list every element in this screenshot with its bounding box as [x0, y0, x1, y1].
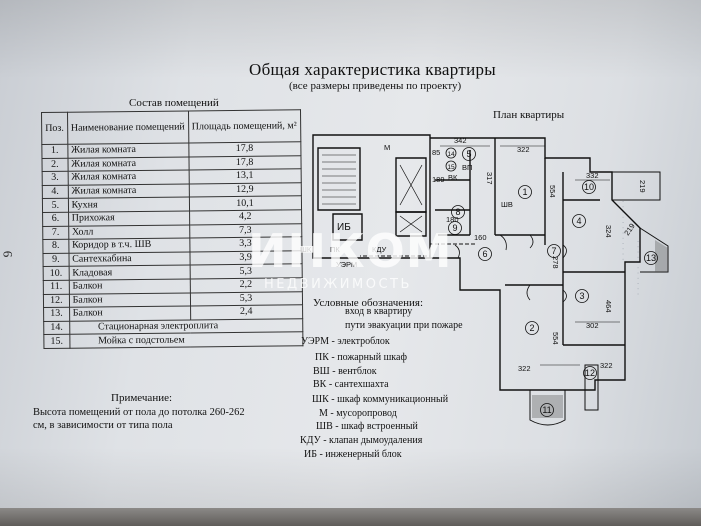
- room-number-marker: 7: [547, 244, 561, 258]
- label-uerm: УЭРМ: [336, 260, 357, 269]
- dim-322-lower: 322: [518, 364, 531, 373]
- room-number-marker: 12: [583, 366, 597, 380]
- dim-85: 85: [432, 148, 440, 157]
- room-number-marker: 15: [445, 160, 457, 172]
- notes-text: Высота помещений от пола до потолка 260-…: [33, 407, 245, 431]
- room-number-marker: 10: [582, 180, 596, 194]
- notes-title: Примечание:: [111, 392, 173, 404]
- legend-title: Условные обозначения:: [313, 297, 424, 309]
- room-number-marker: 13: [644, 251, 658, 265]
- room-number: 2: [529, 323, 534, 333]
- dim-278: 278: [551, 256, 560, 269]
- room-number-marker: 11: [540, 403, 554, 417]
- document-title: Общая характеристика квартиры: [249, 60, 497, 79]
- room-number-marker: 9: [448, 221, 462, 235]
- label-kdu: КДУ: [372, 245, 387, 254]
- legend-item: УЭРМ - электроблок: [301, 336, 390, 347]
- dim-302: 302: [586, 321, 599, 330]
- legend-item: КДУ - клапан дымоудаления: [300, 435, 423, 446]
- dim-332: 332: [586, 171, 599, 180]
- legend-item: пути эвакуации при пожаре: [345, 320, 463, 331]
- dim-189: 189: [432, 175, 445, 184]
- legend-item: ШВ - шкаф встроенный: [316, 421, 418, 432]
- room-number-marker: 2: [525, 321, 539, 335]
- room-number-marker: 1: [518, 185, 532, 199]
- dim-322-bottom: 322: [600, 361, 613, 370]
- room-number: 8: [455, 207, 460, 217]
- dim-342: 342: [454, 136, 467, 145]
- room-number: 9: [452, 223, 457, 233]
- ib-block: [332, 213, 363, 241]
- room-number-marker: 6: [478, 247, 492, 261]
- legend-item: ВК - сантехшахта: [313, 379, 389, 390]
- plan-caption: План квартиры: [493, 109, 565, 121]
- core-outline: [312, 134, 431, 259]
- legend-item: вход в квартиру: [345, 306, 413, 317]
- dim-322-top: 322: [517, 145, 530, 154]
- rooms-table-caption: Состав помещений: [129, 97, 219, 109]
- legend-item: М - мусоропровод: [319, 408, 397, 419]
- dim-180: 180: [446, 215, 459, 224]
- room-number: 1: [522, 187, 527, 197]
- page-fold-shadow: [0, 508, 701, 526]
- bleed-through-text: · · · · · · · · · · · · · · · · · · · · …: [618, 200, 643, 296]
- legend-item: ИБ - инженерный блок: [304, 449, 402, 460]
- dim-554-top: 554: [548, 185, 557, 198]
- room-number: 7: [551, 246, 556, 256]
- room-number: 6: [482, 249, 487, 259]
- label-vp: ВП: [462, 163, 472, 172]
- staircase: [317, 147, 361, 211]
- dim-160: 160: [474, 233, 487, 242]
- label-pk: ПК: [330, 245, 340, 254]
- room-number: 5: [466, 149, 471, 159]
- room-number: 10: [584, 182, 594, 192]
- label-shk: ШК: [300, 245, 312, 254]
- legend-item: ШК - шкаф коммуникационный: [312, 394, 449, 405]
- room-number-marker: 5: [462, 147, 476, 161]
- room-number: 4: [576, 216, 581, 226]
- document-subtitle: (все размеры приведены по проекту): [289, 80, 462, 92]
- dim-464: 464: [604, 300, 613, 313]
- room-number-marker: 14: [445, 147, 457, 159]
- label-shv: ШВ: [501, 200, 513, 209]
- room-number-marker: 4: [572, 214, 586, 228]
- label-vk: ВК: [448, 173, 458, 182]
- room-number: 13: [646, 253, 656, 263]
- label-ib: ИБ: [337, 222, 351, 233]
- room-number: 14: [447, 151, 455, 158]
- apartment-outline: [430, 137, 641, 391]
- label-m: М: [384, 143, 390, 152]
- dim-324: 324: [604, 225, 613, 238]
- room-number: 12: [585, 368, 595, 378]
- legend-item: ВШ - вентблок: [313, 366, 377, 377]
- room-number-marker: 3: [575, 289, 589, 303]
- room-number: 3: [579, 291, 584, 301]
- room-number-marker: 8: [451, 205, 465, 219]
- room-number: 11: [542, 405, 551, 415]
- dim-554-bottom: 554: [551, 332, 560, 345]
- room-number: 15: [447, 164, 455, 171]
- dim-317: 317: [485, 172, 494, 185]
- legend-item: ПК - пожарный шкаф: [315, 352, 407, 363]
- dim-219-a: 219: [638, 180, 647, 193]
